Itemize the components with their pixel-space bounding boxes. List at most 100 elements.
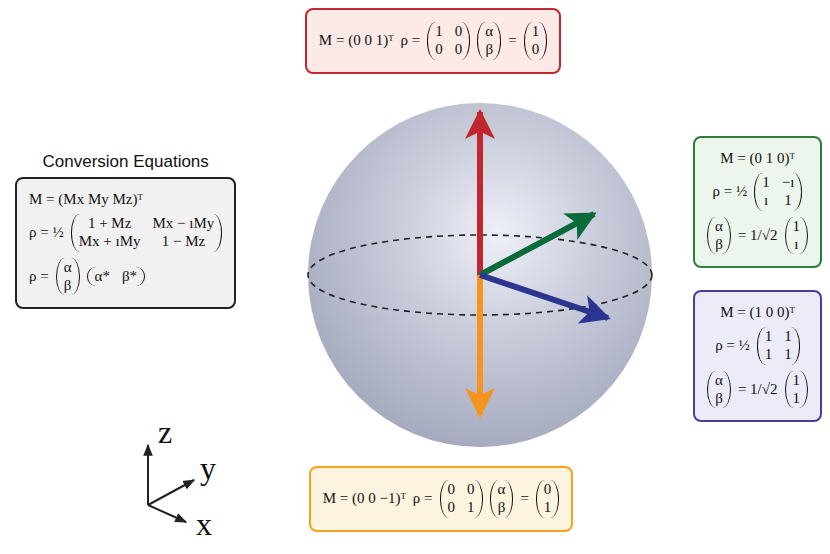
matrix: α* β* — [87, 267, 146, 286]
equation-text: α — [498, 481, 506, 498]
equation-line: M = (0 0 −1)ᵀρ =0001αβ=01 — [323, 480, 560, 518]
equation-text: β* — [122, 268, 137, 285]
up-vector — [477, 112, 483, 275]
equation-text: α — [715, 372, 723, 389]
equation-line: ρ = ½ 1111 — [707, 327, 808, 365]
equation-text: M = (1 0 0)ᵀ — [720, 304, 795, 321]
equation-text: β — [715, 236, 723, 253]
equation-text: 1 — [435, 23, 443, 40]
equation-text: 1 + Mz — [79, 215, 141, 232]
equation-text: ρ = — [401, 32, 421, 49]
equation-text: 0 — [448, 481, 456, 498]
equation-text: ρ = ½ — [29, 224, 64, 241]
matrix: 0001 — [440, 480, 483, 518]
equation-text: = 1/√2 — [738, 227, 778, 244]
equation-text: 1 — [467, 499, 475, 516]
equation-text: 1 — [762, 174, 770, 191]
matrix: αβ — [56, 258, 80, 296]
equation-text: β — [485, 41, 493, 58]
z-axis — [147, 445, 149, 505]
state-box: M = (0 0 1)ᵀρ =1000αβ=10 — [305, 8, 561, 74]
state-box: M = (0 1 0)ᵀρ = ½1−ıı1αβ= 1/√21ı — [693, 136, 822, 268]
y-vector — [480, 214, 594, 275]
x-axis — [148, 505, 186, 522]
equation-text: β — [715, 390, 723, 407]
equation-text: 0 — [532, 41, 540, 58]
equation-text: = — [520, 490, 528, 507]
matrix: αβ — [707, 371, 731, 409]
box-frame: M = (1 0 0)ᵀρ = ½1111αβ= 1/√211 — [693, 290, 822, 422]
equation-text: 1 — [782, 192, 795, 209]
equation-text: α — [715, 218, 723, 235]
y-axis — [148, 480, 194, 505]
equation-line: M = (0 1 0)ᵀ — [707, 150, 808, 167]
matrix: 1ı — [785, 217, 809, 255]
box-heading: Conversion Equations — [15, 152, 236, 172]
x-vector — [480, 275, 608, 318]
box-frame: M = (0 1 0)ᵀρ = ½1−ıı1αβ= 1/√21ı — [693, 136, 822, 268]
equation-text: 1 — [793, 218, 801, 235]
equation-line: αβ = 1/√2 11 — [707, 371, 808, 409]
equation-line: ρ = ½ 1−ıı1 — [707, 173, 808, 211]
state-box: M = (0 0 −1)ᵀρ =0001αβ=01 — [309, 466, 574, 532]
equation-text: −ı — [782, 174, 795, 191]
matrix: αβ — [477, 22, 501, 60]
equation-text: M = (0 1 0)ᵀ — [720, 150, 795, 167]
matrix: 1111 — [757, 327, 800, 365]
box-frame: M = (Mx My Mz)ᵀ ρ = ½ 1 + Mz Mx − ıMy Mx + ı… — [15, 177, 236, 309]
box-frame: M = (0 0 −1)ᵀρ =0001αβ=01 — [309, 466, 574, 532]
equation-text: ı — [793, 236, 801, 253]
equation-text: ρ = ½ — [713, 183, 748, 200]
equation-text: = — [508, 32, 516, 49]
z-axis-label: z — [158, 416, 172, 448]
equation-text: 1 — [784, 346, 792, 363]
equation-text: M = (0 0 1)ᵀ — [319, 32, 394, 49]
equation-text: 0 — [544, 481, 552, 498]
equation-text: α — [64, 259, 72, 276]
equation-text: 1 — [793, 390, 801, 407]
matrix: 11 — [785, 371, 809, 409]
equation-text: M = (Mx My Mz)ᵀ — [29, 191, 143, 208]
equation-text: 0 — [448, 499, 456, 516]
sphere — [308, 103, 652, 447]
equation-text: = 1/√2 — [738, 381, 778, 398]
matrix: αβ — [490, 480, 514, 518]
equations-box: Conversion Equations M = (Mx My Mz)ᵀ ρ = ½… — [15, 152, 236, 309]
equation-line: ρ = ½ 1 + Mz Mx − ıMy Mx + ıMy 1 − Mz — [29, 214, 222, 252]
y-axis-label: y — [200, 452, 216, 484]
matrix: 01 — [536, 480, 560, 518]
equation-text: 0 — [467, 481, 475, 498]
equation-line: ρ = αβ α* β* — [29, 258, 222, 296]
down-vector — [477, 275, 483, 415]
equation-text: 1 — [765, 328, 773, 345]
matrix: 10 — [524, 22, 548, 60]
equation-line: M = (0 0 1)ᵀρ =1000αβ=10 — [319, 22, 547, 60]
equation-text: α* — [95, 268, 110, 285]
equation-text: 0 — [455, 23, 463, 40]
matrix: 1 + Mz Mx − ıMy Mx + ıMy 1 − Mz — [71, 214, 223, 252]
equation-text: 1 — [532, 23, 540, 40]
equation-text: Mx + ıMy — [79, 233, 141, 250]
equation-text: 1 — [765, 346, 773, 363]
equation-text: 1 — [784, 328, 792, 345]
equation-text: ρ = — [29, 268, 49, 285]
equation-text: 1 — [544, 499, 552, 516]
equation-text: 1 − Mz — [153, 233, 215, 250]
equation-line: αβ = 1/√2 1ı — [707, 217, 808, 255]
equation-text: β — [498, 499, 506, 516]
equation-text: M = (0 0 −1)ᵀ — [323, 490, 406, 507]
equation-text: 1 — [793, 372, 801, 389]
box-frame: M = (0 0 1)ᵀρ =1000αβ=10 — [305, 8, 561, 74]
equation-line: M = (Mx My Mz)ᵀ — [29, 191, 222, 208]
state-box: M = (1 0 0)ᵀρ = ½1111αβ= 1/√211 — [693, 290, 822, 422]
equation-text: 0 — [435, 41, 443, 58]
equation-text: β — [64, 277, 72, 294]
equation-text: ρ = ½ — [715, 337, 750, 354]
matrix: αβ — [707, 217, 731, 255]
matrix: 1−ıı1 — [754, 173, 802, 211]
equation-text: 0 — [455, 41, 463, 58]
equation-text: Mx − ıMy — [153, 215, 215, 232]
equation-line: M = (1 0 0)ᵀ — [707, 304, 808, 321]
equation-text: α — [485, 23, 493, 40]
x-axis-label: x — [196, 508, 212, 540]
